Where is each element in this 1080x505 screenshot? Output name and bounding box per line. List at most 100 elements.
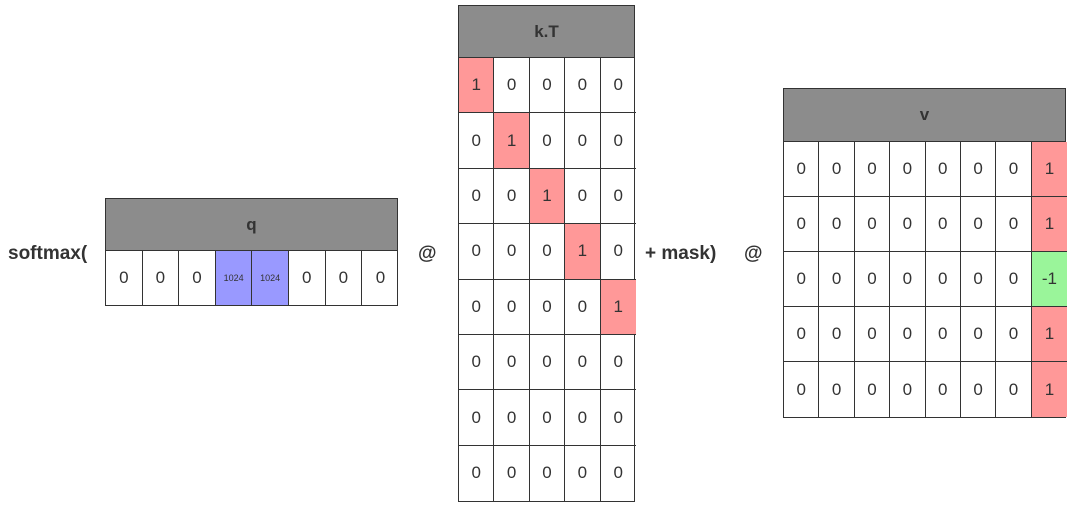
matrix-kt-cell: 0 [565,113,601,169]
matrix-v-cell: 0 [784,362,820,417]
matrix-kt-cell: 1 [494,113,530,169]
matrix-kt-cell: 0 [494,168,530,225]
matrix-kt-cell: 0 [565,279,601,335]
matrix-v-cell: 0 [855,362,891,417]
matrix-kt-cell: 1 [459,58,495,114]
matrix-v-cell: 0 [996,197,1032,252]
matrix-v-cell: 0 [960,142,997,197]
matrix-kt-cell: 0 [529,113,566,169]
matmul-operator-2: @ [744,243,763,264]
matrix-kt-cell: 0 [600,390,636,446]
matrix-q-cell: 0 [375,268,386,287]
matrix-kt-cell: 0 [459,224,495,280]
matrix-kt-cell: 0 [459,168,495,225]
matrix-kt-cell: 0 [565,390,601,446]
matrix-v-cell: -1 [1031,252,1068,307]
matrix-v-cell: 0 [784,307,820,362]
matrix-q-cell: 0 [106,251,143,305]
matrix-v-cell: 0 [854,307,891,362]
matrix-v-cell: 0 [819,142,855,197]
matrix-kt-cell: 0 [459,113,495,169]
plus-mask-label: + mask) [645,243,717,264]
matrix-v-cell: 0 [854,252,891,307]
matrix-v-cell: 0 [996,142,1032,197]
matrix-v-cell: 0 [819,307,855,362]
matrix-v-cell: 0 [819,362,855,417]
matrix-v-cell: 1 [1031,362,1068,417]
matrix-kt-cell: 0 [529,279,566,335]
matrix-v-cell: 0 [996,307,1032,362]
matrix-v-cell: 0 [960,252,997,307]
matrix-kt-cell: 0 [494,334,530,391]
matrix-kt-cell: 0 [494,58,530,114]
matrix-kt-cell: 0 [494,445,530,502]
matmul-operator-1: @ [418,243,437,264]
matrix-kt-cell: 0 [459,279,495,335]
matrix-kt-cell: 0 [529,334,566,391]
matrix-kt-cell: 0 [565,445,601,502]
matrix-kt-cell: 0 [600,58,636,114]
matrix-kt-cell: 0 [565,334,601,391]
matrix-kt-cell: 0 [600,335,636,391]
matrix-v-cell: 1 [1031,142,1068,197]
matrix-v-cell: 0 [960,307,997,362]
matrix-v-cell: 0 [926,362,961,417]
matrix-kt-cell: 0 [529,58,566,114]
matrix-kt-cell: 0 [494,224,530,280]
softmax-open-label: softmax( [8,243,88,264]
matrix-q-cell: 0 [326,251,363,305]
matrix-v-cell: 1 [1031,197,1068,252]
matrix-v-cell: 1 [1031,307,1068,362]
matrix-kt-cell: 0 [459,445,495,502]
matrix-q-cell: 0 [289,251,326,305]
matrix-kt-cell: 1 [565,224,601,280]
matrix-q-cell: 1024 [252,251,289,305]
matrix-v-title: v [784,89,1065,142]
matrix-v-cell: 0 [784,142,820,197]
matrix-q-title: q [106,199,397,251]
matrix-v-cell: 0 [925,197,961,252]
matrix-v-cell: 0 [996,362,1032,417]
matrix-v-cell: 0 [996,252,1032,307]
matrix-v-cell: 0 [961,362,997,417]
matrix-kt-cell: 0 [565,58,601,114]
matrix-kt-cell: 0 [600,169,636,225]
matrix-kt-cell: 0 [459,334,495,391]
matrix-v-cell: 0 [890,142,926,197]
matrix-v-cell: 0 [854,197,891,252]
matrix-v-cell: 0 [890,252,926,307]
matrix-v-cell: 0 [784,252,820,307]
matrix-v-cell: 0 [925,252,961,307]
matrix-kt-cell: 0 [494,279,530,335]
matrix-kt-cell: 0 [613,463,623,483]
matrix-v-cell: 0 [925,142,961,197]
matrix-q-cell: 0 [179,251,216,305]
matrix-kt-cell: 0 [565,168,601,225]
matrix-v-cell: 0 [890,362,926,417]
matrix-kt-cell: 0 [600,224,636,280]
matrix-v-cell: 0 [819,252,855,307]
matrix-kt-cell: 0 [494,390,530,446]
matrix-kt-cell: 0 [530,445,566,502]
matrix-q-cell: 1024 [215,251,253,305]
matrix-v-cell: 0 [854,142,891,197]
matrix-v-cell: 0 [890,307,926,362]
matrix-kt-cell: 0 [529,224,566,280]
matrix-v-cell: 0 [784,197,820,252]
matrix-v-cell: 0 [960,197,997,252]
matrix-kt-cell: 0 [529,390,566,446]
matrix-v-cell: 0 [890,197,926,252]
matrix-v-cell: 0 [819,197,855,252]
matrix-kt-cell: 0 [600,113,636,169]
matrix-kt-cell: 1 [600,279,636,335]
matrix-kt-title: k.T [459,6,634,58]
matrix-v-cell: 0 [925,307,961,362]
matrix-q-cell: 0 [143,251,180,305]
matrix-kt-cell: 1 [529,168,566,225]
